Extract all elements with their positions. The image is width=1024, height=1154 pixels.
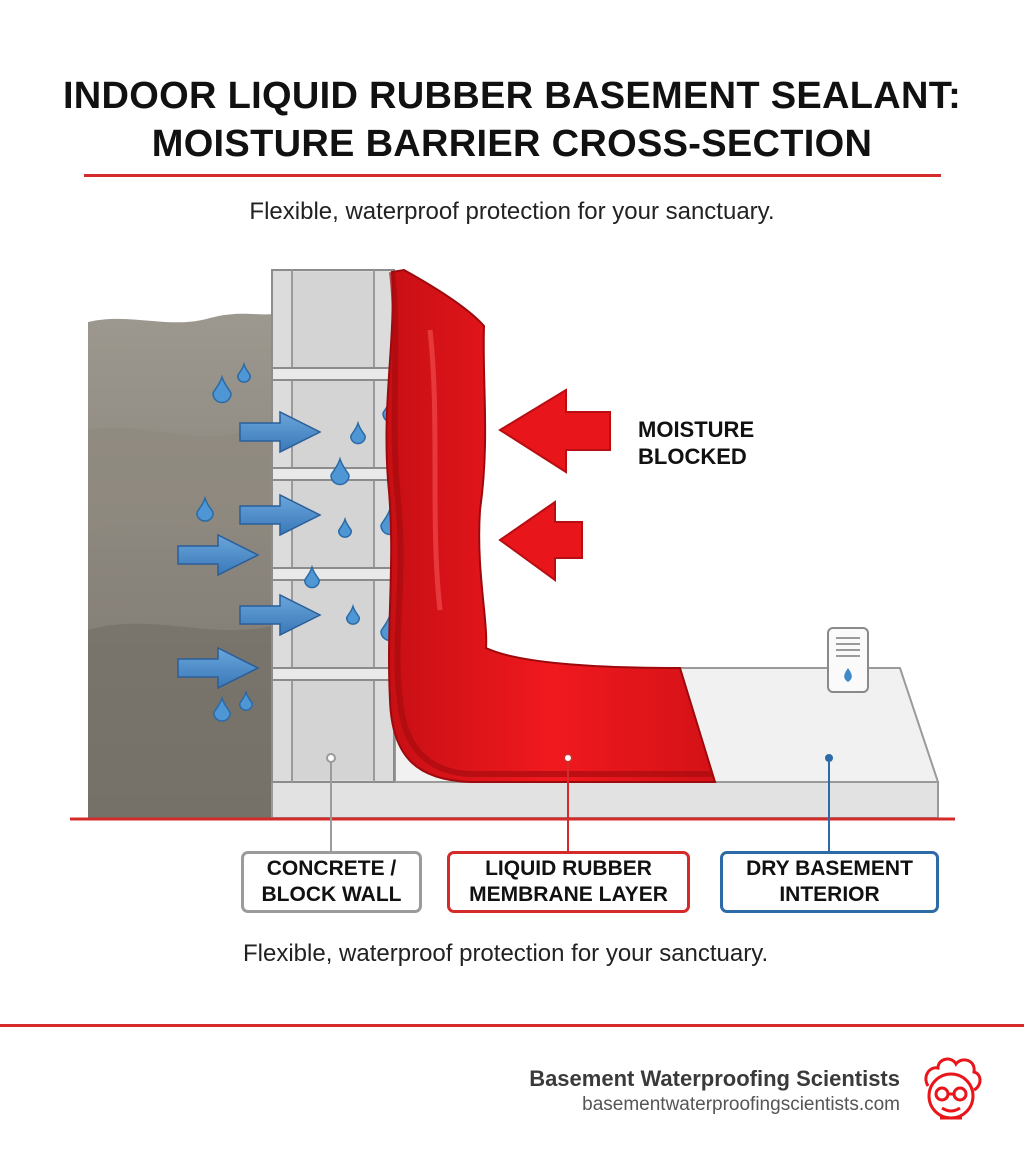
moisture-blocked-label: MOISTURE BLOCKED: [638, 417, 755, 469]
page-title: INDOOR LIQUID RUBBER BASEMENT SEALANT: M…: [0, 72, 1024, 168]
water-drops: [196, 361, 402, 722]
liquid-rubber-membrane: [385, 268, 717, 783]
water-drop: [345, 603, 361, 625]
blue-pressure-arrow: [239, 593, 322, 637]
dry-interior-label-text: DRY BASEMENT INTERIOR: [746, 857, 913, 906]
blue-pressure-arrow: [177, 533, 260, 577]
soil-layer: [88, 313, 272, 818]
brand-name: Basement Waterproofing Scientists: [529, 1066, 900, 1091]
brand-url: basementwaterproofingscientists.com: [582, 1094, 900, 1115]
leader-lines: [326, 753, 833, 851]
dehumidifier-icon: [827, 627, 869, 693]
title-line-2: MOISTURE BARRIER CROSS-SECTION: [151, 123, 873, 165]
water-drop: [350, 420, 366, 445]
water-drop: [304, 564, 320, 589]
red-arrow-lower: [498, 500, 583, 582]
concrete-wall-label: CONCRETE / BLOCK WALL: [241, 851, 422, 913]
blue-pressure-arrow: [177, 646, 260, 690]
scientist-logo-icon: [924, 1057, 982, 1120]
water-drop: [330, 456, 350, 486]
subtitle: Flexible, waterproof protection for your…: [249, 198, 775, 225]
caption: Flexible, waterproof protection for your…: [243, 940, 769, 967]
membrane-layer-label: LIQUID RUBBER MEMBRANE LAYER: [447, 851, 690, 913]
water-drop: [337, 516, 353, 538]
title-line-1: INDOOR LIQUID RUBBER BASEMENT SEALANT:: [62, 75, 962, 117]
title-divider: [84, 174, 941, 177]
dry-interior-label: DRY BASEMENT INTERIOR: [720, 851, 939, 913]
footer-divider: [0, 1024, 1024, 1027]
red-arrow-upper: [498, 388, 611, 474]
footer-brand: Basement Waterproofing Scientists baseme…: [529, 1066, 900, 1116]
water-drop: [212, 374, 232, 404]
water-drop: [213, 695, 231, 722]
membrane-layer-label-text: LIQUID RUBBER MEMBRANE LAYER: [469, 857, 668, 906]
concrete-wall-label-text: CONCRETE / BLOCK WALL: [261, 857, 402, 906]
blue-pressure-arrow: [239, 493, 322, 537]
moisture-blocked-arrows: [498, 388, 611, 582]
water-drop: [236, 361, 252, 383]
water-drop: [196, 495, 214, 522]
water-pressure-arrows: [177, 410, 322, 690]
blue-pressure-arrow: [239, 410, 322, 454]
concrete-block-wall: [271, 269, 395, 783]
water-drop: [238, 689, 254, 711]
